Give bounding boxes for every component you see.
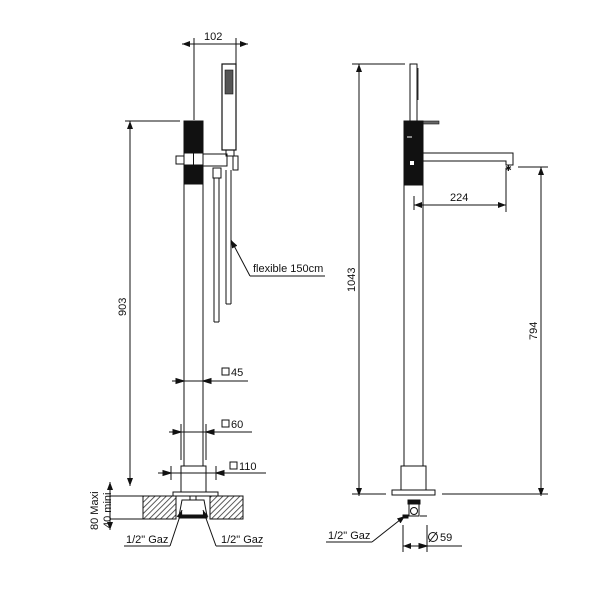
dim-102: 102 [182, 31, 248, 120]
diameter-icon [428, 532, 438, 542]
outlet-mark: ✱ [505, 164, 512, 173]
front-view: 102 [89, 31, 325, 547]
square-icon [221, 419, 230, 428]
dim-903-label: 903 [117, 298, 129, 316]
square-icon [221, 367, 230, 376]
dim-square-110: 110 [158, 461, 266, 493]
dim-224-label: 224 [450, 192, 468, 204]
dim-224: 224 [413, 168, 507, 212]
dim-60-label: 60 [231, 419, 243, 431]
dim-80-maxi-label: 80 Maxi [89, 491, 101, 530]
dim-110-label: 110 [239, 461, 257, 473]
dim-794: 794 [352, 166, 548, 496]
dim-1043: 1043 [346, 63, 405, 496]
hose-callout: flexible 150cm [230, 239, 325, 277]
connection-left-label: 1/2" Gaz [126, 534, 168, 546]
mixer-lever [409, 63, 440, 125]
square-icon [229, 461, 238, 470]
side-connection-label: 1/2" Gaz [328, 530, 370, 542]
column-body [175, 120, 228, 466]
hand-shower [221, 63, 239, 171]
dim-59-label: 59 [440, 532, 452, 544]
dim-1043-label: 1043 [346, 268, 358, 292]
side-base [391, 465, 436, 519]
dim-102-label: 102 [204, 31, 222, 43]
dim-diameter-59: 59 [402, 525, 462, 552]
connection-right-label: 1/2" Gaz [221, 534, 263, 546]
dim-40-mini-label: 40 mini [102, 493, 114, 528]
dim-45-label: 45 [231, 367, 243, 379]
side-view: 1043 ✱ 224 [326, 63, 548, 552]
floor-section [142, 491, 244, 520]
spout: ✱ [423, 152, 514, 173]
mixer-body [403, 120, 424, 466]
dim-square-60: 60 [169, 419, 252, 460]
dim-square-45: 45 [172, 367, 248, 385]
connection-callouts: 1/2" Gaz 1/2" Gaz [124, 509, 263, 547]
side-connection-callout: 1/2" Gaz [326, 515, 406, 543]
dim-794-label: 794 [528, 322, 540, 340]
dim-903: 903 [117, 120, 180, 486]
hose-label: flexible 150cm [253, 263, 323, 275]
dim-floor-depth: 80 Maxi 40 mini [89, 482, 143, 530]
hose [212, 167, 232, 323]
